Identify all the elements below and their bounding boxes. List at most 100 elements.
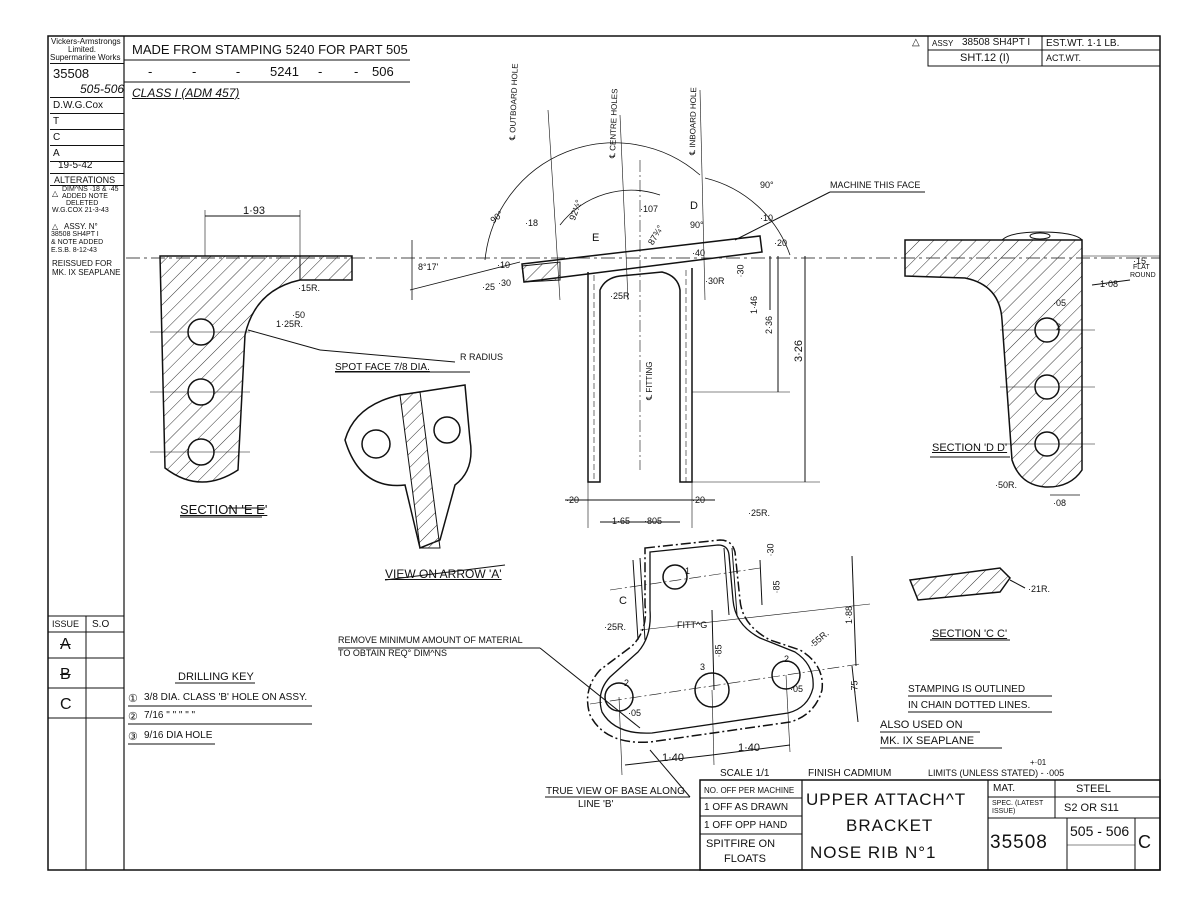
- dim-r125: 1·25R.: [276, 319, 304, 329]
- view-arrow-a-label: VIEW ON ARROW 'A': [385, 567, 502, 581]
- centre-elevation-geometry: [409, 89, 925, 528]
- date-cell: 19-5-42: [50, 158, 124, 174]
- approval-c-label: C: [53, 132, 61, 143]
- alteration-b-icon: △: [52, 222, 59, 231]
- dim-15: ·15: [1133, 256, 1147, 266]
- dim-75: ·75: [849, 680, 860, 694]
- dim-20-b: ·20: [566, 495, 580, 505]
- assy-label: ASSY: [932, 39, 954, 48]
- dim-c-label: C: [619, 595, 627, 607]
- spot-face-note: SPOT FACE 7/8 DIA.: [335, 362, 430, 373]
- limits-label: LIMITS (UNLESS STATED) - ·005: [928, 768, 1065, 778]
- dim-label-e: E: [592, 232, 600, 244]
- also-used-2: MK. IX SEAPLANE: [880, 735, 975, 747]
- dim-85-a: ·85: [771, 580, 782, 594]
- est-weight: EST.WT. 1·1 LB.: [1046, 38, 1120, 49]
- issue-letter-block: C: [1138, 832, 1151, 852]
- approval-c: C: [50, 130, 124, 146]
- drawn-by-cell: D.W.G.Cox: [50, 98, 124, 114]
- header-note-line-2-prefix: - - -: [148, 64, 259, 79]
- alteration-a-icon: △: [52, 189, 59, 198]
- dim-3-26: 3·26: [793, 339, 806, 363]
- header-note-line-1: MADE FROM STAMPING 5240 FOR PART 505: [132, 42, 408, 57]
- dim-30-b: ·30: [735, 264, 746, 278]
- dim-8-17: 8°17': [418, 262, 439, 272]
- drilling-key-2-num: ②: [128, 711, 138, 723]
- alteration-b-line-1: ASSY. N°: [64, 222, 98, 231]
- dim-05: ·05: [1053, 298, 1067, 308]
- off-as-drawn: 1 OFF AS DRAWN: [704, 802, 789, 813]
- fitting-label: ℄ FITTING: [645, 361, 654, 400]
- alteration-b-line-2: 38508 SH4PT I: [51, 231, 99, 238]
- reissue-line-1: REISSUED FOR: [52, 259, 113, 268]
- approval-t: T: [50, 114, 124, 130]
- company-cell: [50, 36, 124, 64]
- alterations-title: ALTERATIONS: [54, 175, 116, 185]
- reissue-line-2: MK. IX SEAPLANE: [52, 268, 121, 277]
- drilling-key-2-text: 7/16 " " " " ": [144, 710, 196, 721]
- spec-value: S2 OR S11: [1064, 802, 1119, 814]
- dim-805: ·805: [644, 516, 663, 526]
- dim-30-c: ·30: [765, 543, 776, 557]
- no-off-label: NO. OFF PER MACHINE: [704, 786, 795, 795]
- assy-value: 38508 SH4PT I: [962, 37, 1031, 48]
- dim-20-c: ·20: [692, 495, 706, 505]
- part-number-block: 505 - 506: [1070, 823, 1130, 839]
- section-ee-geometry: [150, 210, 456, 518]
- radius-note: R RADIUS: [460, 352, 504, 362]
- hole-2-b: 2: [784, 654, 790, 664]
- dim-r21: ·21R.: [1028, 584, 1051, 594]
- view-arrow-a-geometry: [335, 371, 506, 581]
- dim-107: ·107: [640, 204, 659, 214]
- alteration-a-line-4: W.G.COX 21-3-43: [52, 207, 109, 214]
- drawing-number-cell: [50, 64, 124, 98]
- hole-1: 1: [685, 566, 691, 576]
- dim-1-40-a: 1·40: [662, 752, 685, 764]
- issue-c: C: [60, 696, 72, 713]
- section-cc-geometry: [908, 567, 1026, 641]
- dim-40: ·40: [692, 248, 706, 258]
- dim-round: ROUND: [1130, 272, 1156, 279]
- alteration-a-line-3: DELETED: [66, 200, 99, 207]
- drilling-key-title: DRILLING KEY: [178, 671, 254, 683]
- inboard-hole-label: ℄ INBOARD HOLE: [688, 87, 699, 156]
- dim-r25-c: ·25R.: [604, 622, 627, 632]
- drawing-number-left: 35508: [53, 66, 90, 81]
- drilling-key-1-text: 3/8 DIA. CLASS 'B' HOLE ON ASSY.: [144, 692, 308, 703]
- finish-label: FINISH CADMIUM: [808, 768, 892, 779]
- scale-label: SCALE 1/1: [720, 768, 770, 779]
- hole-2-a: 2: [624, 678, 630, 688]
- dim-05-b: ·05: [628, 708, 642, 718]
- dim-1-08: 1·08: [1100, 279, 1119, 289]
- off-opp-hand: 1 OFF OPP HAND: [704, 820, 788, 831]
- dim-r15: ·15R.: [298, 283, 321, 293]
- dim-10: ·10: [760, 213, 774, 223]
- title-line-1: UPPER ATTACH^T: [806, 790, 967, 809]
- company-line-1: Vickers-Armstrongs: [51, 37, 121, 46]
- dim-25: ·25: [482, 282, 496, 292]
- drilling-key-3-num: ③: [128, 731, 138, 743]
- header-note-line-2-dash: - -: [318, 64, 373, 79]
- section-dd-label: SECTION 'D D': [932, 442, 1008, 454]
- drilling-key-1-num: ①: [128, 693, 138, 705]
- dim-08: ·08: [1053, 498, 1067, 508]
- stamping-outlined-1: STAMPING IS OUTLINED: [908, 684, 1026, 695]
- dim-r25-b: ·25R.: [748, 508, 771, 518]
- dim-r50: ·50R.: [995, 480, 1018, 490]
- dim-r25: ·25R: [610, 291, 630, 301]
- dim-05-c: ·05: [790, 684, 804, 694]
- true-view-base-geometry: [338, 539, 871, 798]
- material-value: STEEL: [1076, 783, 1111, 795]
- also-used-1: ALSO USED ON: [880, 719, 963, 731]
- actual-weight: ACT.WT.: [1046, 53, 1081, 63]
- dim-1-65: 1·65: [612, 516, 631, 526]
- dim-label-d: D: [690, 200, 698, 212]
- true-view-label-2: LINE 'B': [578, 799, 614, 810]
- dim-r30: ·30R: [705, 276, 725, 286]
- title-line-2: BRACKET: [846, 816, 934, 835]
- header-note-line-2-part: 506: [372, 64, 394, 79]
- header-note-line-2-stamping: 5241: [270, 64, 299, 79]
- drilling-key-3-text: 9/16 DIA HOLE: [144, 730, 213, 741]
- dim-flat: FLAT: [1133, 264, 1150, 271]
- dim-90-b: 90°: [690, 220, 704, 230]
